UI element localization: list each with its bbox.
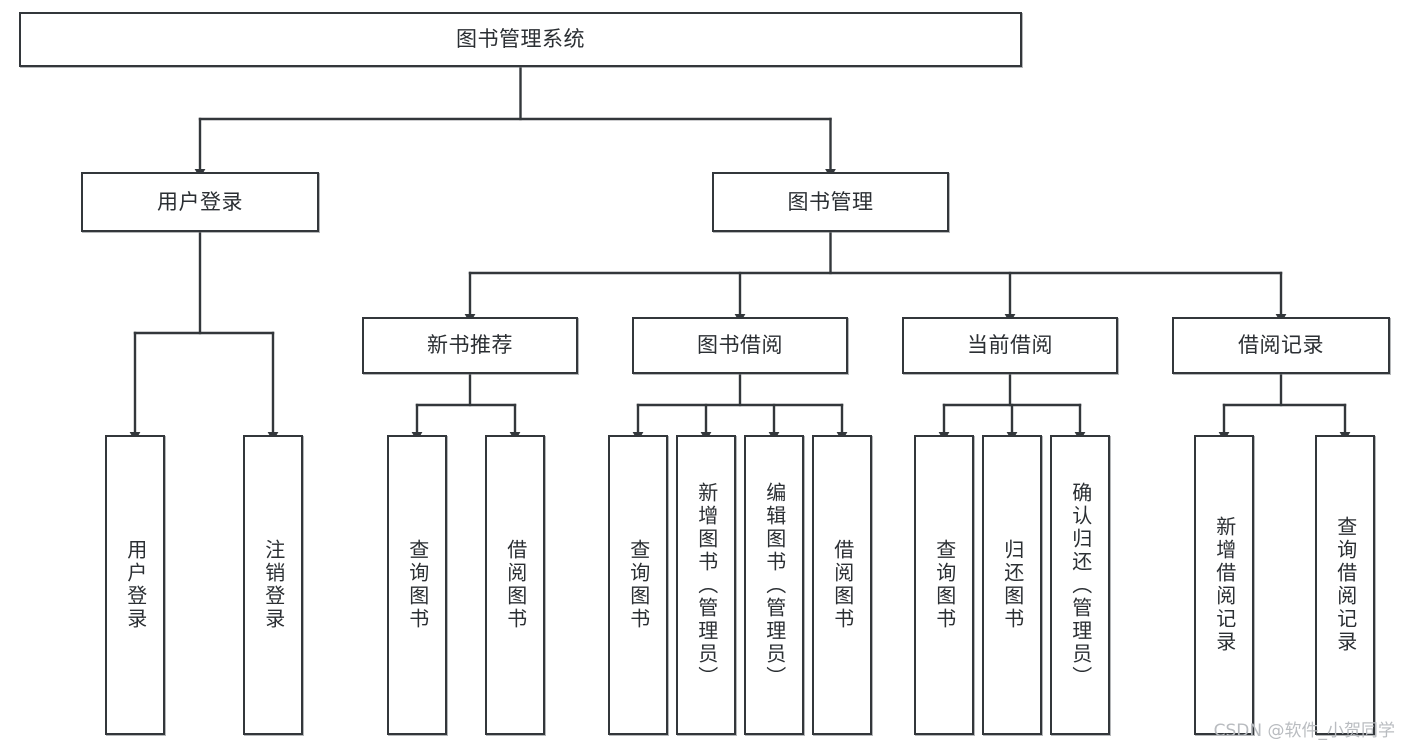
node-label: 当前借阅 — [967, 333, 1053, 358]
node-leaf-query-record[interactable]: 查询借阅记录 — [1315, 435, 1375, 735]
csdn-watermark: CSDN @软件_小贺同学 — [1213, 721, 1395, 741]
node-label: 归还图书 — [1000, 539, 1025, 631]
node-label: 图书借阅 — [697, 333, 783, 358]
node-label: 新增图书（管理员） — [694, 481, 719, 689]
node-leaf-add-book[interactable]: 新增图书（管理员） — [676, 435, 736, 735]
node-leaf-logout[interactable]: 注销登录 — [243, 435, 303, 735]
node-book-borrow[interactable]: 图书借阅 — [632, 317, 848, 374]
node-label: 图书管理系统 — [456, 27, 585, 52]
node-leaf-edit-book[interactable]: 编辑图书（管理员） — [744, 435, 804, 735]
node-leaf-query-book-1[interactable]: 查询图书 — [387, 435, 447, 735]
node-label: 查询图书 — [405, 539, 430, 631]
node-label: 查询借阅记录 — [1333, 516, 1358, 654]
node-leaf-return-book[interactable]: 归还图书 — [982, 435, 1042, 735]
node-label: 用户登录 — [157, 189, 243, 214]
node-label: 新增借阅记录 — [1212, 516, 1237, 654]
node-root[interactable]: 图书管理系统 — [19, 12, 1022, 67]
node-label: 借阅记录 — [1238, 333, 1324, 358]
node-label: 查询图书 — [932, 539, 957, 631]
node-label: 确认归还（管理员） — [1068, 481, 1093, 689]
node-leaf-confirm-return[interactable]: 确认归还（管理员） — [1050, 435, 1110, 735]
node-leaf-borrow-book-2[interactable]: 借阅图书 — [812, 435, 872, 735]
node-leaf-user-login[interactable]: 用户登录 — [105, 435, 165, 735]
node-user-login[interactable]: 用户登录 — [81, 172, 319, 232]
node-leaf-borrow-book-1[interactable]: 借阅图书 — [485, 435, 545, 735]
node-label: 用户登录 — [123, 539, 148, 631]
node-label: 图书管理 — [787, 189, 874, 214]
node-label: 注销登录 — [261, 539, 286, 631]
node-label: 借阅图书 — [503, 539, 528, 631]
node-borrow-record[interactable]: 借阅记录 — [1172, 317, 1390, 374]
node-label: 新书推荐 — [427, 333, 513, 358]
node-leaf-query-book-2[interactable]: 查询图书 — [608, 435, 668, 735]
node-current-borrow[interactable]: 当前借阅 — [902, 317, 1118, 374]
node-label: 编辑图书（管理员） — [762, 481, 787, 689]
node-book-manage[interactable]: 图书管理 — [712, 172, 949, 232]
node-label: 借阅图书 — [830, 539, 855, 631]
node-label: 查询图书 — [626, 539, 651, 631]
node-leaf-query-book-3[interactable]: 查询图书 — [914, 435, 974, 735]
node-leaf-add-record[interactable]: 新增借阅记录 — [1194, 435, 1254, 735]
node-new-book-rec[interactable]: 新书推荐 — [362, 317, 578, 374]
